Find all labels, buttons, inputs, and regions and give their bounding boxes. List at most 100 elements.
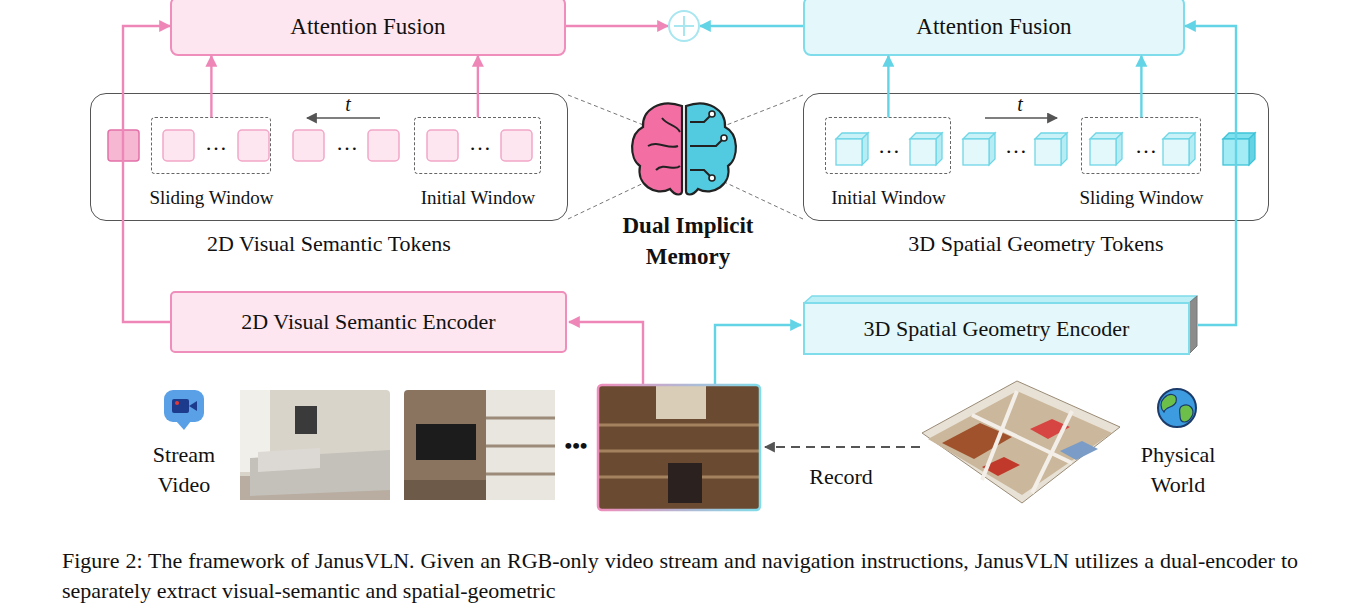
node-label: Initial Window: [421, 186, 535, 209]
house-model: [1032, 411, 1072, 493]
house-model: [942, 423, 1012, 459]
node-label: Sliding Window: [1079, 186, 1203, 209]
leader-line: [724, 95, 803, 126]
encoder-box: 2D Visual Semantic Encoder: [170, 291, 567, 353]
ellipsis: …: [205, 130, 227, 156]
fusion-box: Attention Fusion: [803, 0, 1185, 56]
flow-arrow: [1140, 56, 1142, 117]
current-token: [1223, 133, 1255, 139]
encoder-shape: [804, 296, 1197, 303]
semantic-token: [238, 130, 269, 161]
semantic-token: [501, 130, 532, 161]
time-symbol: t: [345, 92, 351, 116]
video-frame: [295, 406, 317, 434]
sum-symbol: [683, 16, 685, 36]
input-arrow: [569, 322, 643, 385]
house-model: [982, 391, 1017, 480]
house-model: [982, 457, 1020, 476]
semantic-token: [427, 130, 458, 161]
sum-symbol: [669, 11, 699, 41]
video-frame: [486, 390, 555, 500]
semantic-token: [163, 130, 194, 161]
video-frame: [598, 385, 760, 510]
video-frame: [258, 448, 320, 472]
video-icon: [189, 401, 197, 411]
video-frame: [404, 480, 486, 500]
geometry-token: [963, 133, 995, 165]
video-frame: [240, 390, 390, 500]
encoder-shape: [804, 303, 1189, 354]
arrow-label: Record: [809, 464, 873, 490]
encoder-box: 3D Spatial Geometry Encoder: [803, 295, 1198, 355]
house-model: [928, 391, 1112, 495]
flow-arrow: [887, 56, 889, 117]
brain-icon: [648, 118, 680, 170]
video-frame: [240, 390, 390, 500]
video-icon: [164, 390, 204, 422]
fusion-arrow: [700, 25, 803, 27]
fusion-arrow: [566, 25, 668, 27]
current-token: [1249, 133, 1255, 165]
ellipsis: …: [1005, 133, 1027, 159]
node-label: 3D Spatial Geometry Encoder: [864, 316, 1130, 342]
video-frame: [416, 424, 476, 460]
brain-icon: [709, 111, 715, 117]
brain-icon: [632, 103, 682, 194]
flow-arrow: [210, 56, 212, 117]
video-frame: [598, 450, 760, 453]
sum-symbol: [674, 25, 694, 27]
node-label: Attention Fusion: [916, 13, 1071, 40]
flow-arrow: [1185, 26, 1236, 325]
current-token: [1223, 133, 1255, 165]
time-arrow: [307, 117, 380, 119]
video-frame: [486, 473, 555, 476]
brain-icon: [686, 103, 736, 194]
input-arrow: [715, 325, 801, 385]
geometry-token: [836, 133, 868, 165]
input-label: Stream Video: [134, 440, 234, 500]
video-frame: [656, 385, 706, 419]
video-frame: [598, 385, 760, 510]
node-label: Sliding Window: [149, 186, 273, 209]
video-frame: [486, 445, 555, 448]
video-frame: [404, 390, 555, 500]
video-frame: [598, 385, 760, 510]
more-dots: •••: [564, 433, 587, 459]
current-token: [108, 130, 139, 161]
globe-icon: [1158, 389, 1196, 427]
current-token: [1223, 139, 1249, 165]
geometry-token: [1090, 133, 1122, 165]
house-model: [972, 415, 1072, 463]
flow-arrow: [123, 26, 170, 322]
fusion-box: Attention Fusion: [170, 0, 566, 56]
house-model: [1030, 419, 1070, 439]
ellipsis: …: [336, 130, 358, 156]
video-icon: [176, 421, 191, 430]
token-memory-box: 3D Spatial Geometry TokensInitial Window…: [803, 93, 1269, 221]
ellipsis: …: [1135, 133, 1157, 159]
leader-line: [568, 95, 646, 126]
video-frame: [486, 417, 555, 420]
video-frame: [240, 476, 390, 500]
time-arrow: [985, 117, 1057, 119]
time-symbol: t: [1017, 92, 1023, 116]
brain-icon: [709, 175, 715, 181]
brain-icon: [690, 116, 722, 176]
node-label: Attention Fusion: [290, 13, 445, 40]
house-model: [922, 381, 1120, 503]
ellipsis: …: [878, 133, 900, 159]
video-frame: [404, 390, 555, 500]
house-model: [922, 381, 1120, 503]
node-label: 3D Spatial Geometry Tokens: [908, 231, 1163, 257]
video-frame: [668, 463, 702, 503]
globe-icon: [1180, 405, 1193, 422]
video-icon: [172, 399, 189, 413]
ellipsis: …: [469, 130, 491, 156]
memory-label: Dual Implicit Memory: [603, 210, 773, 272]
video-frame: [250, 450, 390, 496]
figure-caption: Figure 2: The framework of JanusVLN. Giv…: [62, 546, 1298, 606]
brain-icon: [721, 135, 727, 141]
geometry-token: [1163, 133, 1195, 165]
